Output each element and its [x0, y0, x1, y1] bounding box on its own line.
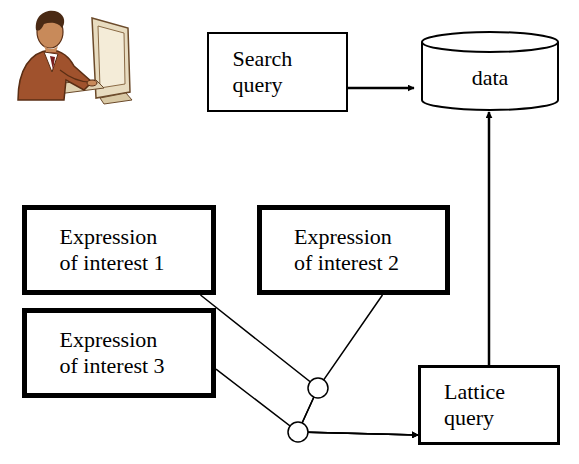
- node-label: Expression of interest 2: [294, 224, 413, 277]
- connector: [216, 369, 418, 435]
- process-box: Lattice query: [418, 365, 560, 445]
- interest-box: Expression of interest 1: [22, 205, 216, 295]
- merge-circle: [308, 378, 328, 398]
- connector: [488, 112, 491, 365]
- node-label: Expression of interest 3: [60, 327, 179, 380]
- node-label: Lattice query: [444, 379, 534, 432]
- interest-box: Expression of interest 2: [257, 205, 450, 295]
- merge-circle: [288, 422, 308, 442]
- node-label: Expression of interest 1: [60, 224, 179, 277]
- connector: [200, 295, 418, 435]
- database-cylinder: data: [420, 30, 560, 112]
- node-label: data: [472, 65, 509, 91]
- node-label: Search query: [233, 46, 323, 99]
- interest-box: Expression of interest 3: [22, 308, 216, 398]
- connector: [298, 295, 418, 435]
- process-box: Search query: [207, 32, 348, 112]
- connector: [348, 87, 414, 90]
